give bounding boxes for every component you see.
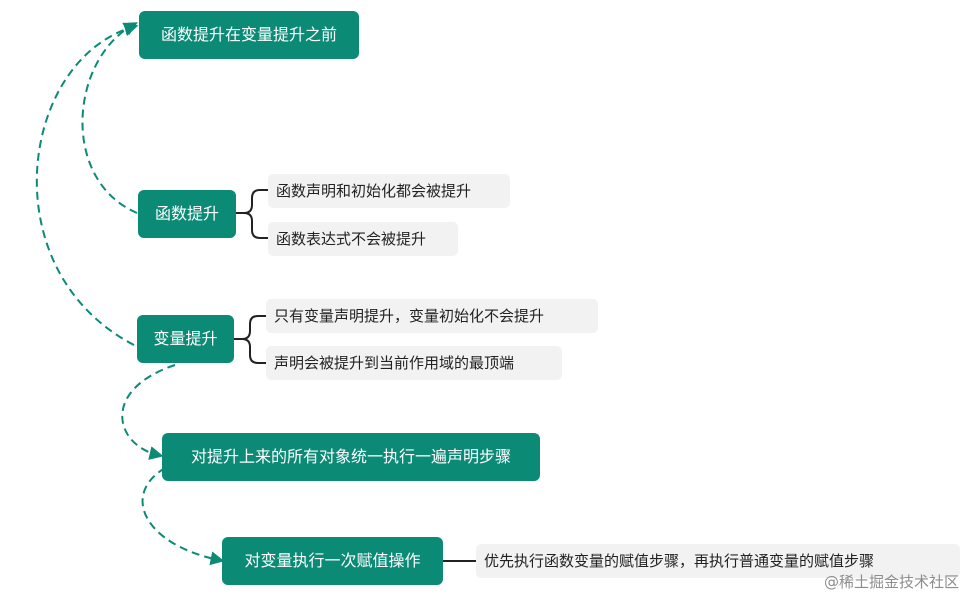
leaf-assign-1: 优先执行函数变量的赋值步骤，再执行普通变量的赋值步骤 <box>476 544 960 578</box>
leaf-fn-hoist-1: 函数声明和初始化都会被提升 <box>268 174 510 208</box>
node-declare-all: 对提升上来的所有对象统一执行一遍声明步骤 <box>162 433 540 481</box>
brace-var-hoist <box>234 315 266 364</box>
leaf-fn-hoist-2: 函数表达式不会被提升 <box>268 222 458 256</box>
leaf-var-hoist-1: 只有变量声明提升，变量初始化不会提升 <box>266 299 598 333</box>
arrow-fn-hoist-to-top <box>81 22 138 214</box>
node-fn-before-var: 函数提升在变量提升之前 <box>139 11 359 59</box>
watermark: @稀土掘金技术社区 <box>823 573 959 591</box>
arrow-var-hoist-to-top <box>35 22 139 346</box>
arrow-var-hoist-to-declare <box>121 364 176 460</box>
node-assign-var: 对变量执行一次赋值操作 <box>222 537 443 585</box>
node-fn-hoist: 函数提升 <box>138 190 236 238</box>
arrow-declare-to-assign <box>141 467 225 566</box>
leaf-var-hoist-2: 声明会被提升到当前作用域的最顶端 <box>266 346 562 380</box>
node-var-hoist: 变量提升 <box>137 315 234 363</box>
brace-fn-hoist <box>236 189 268 239</box>
